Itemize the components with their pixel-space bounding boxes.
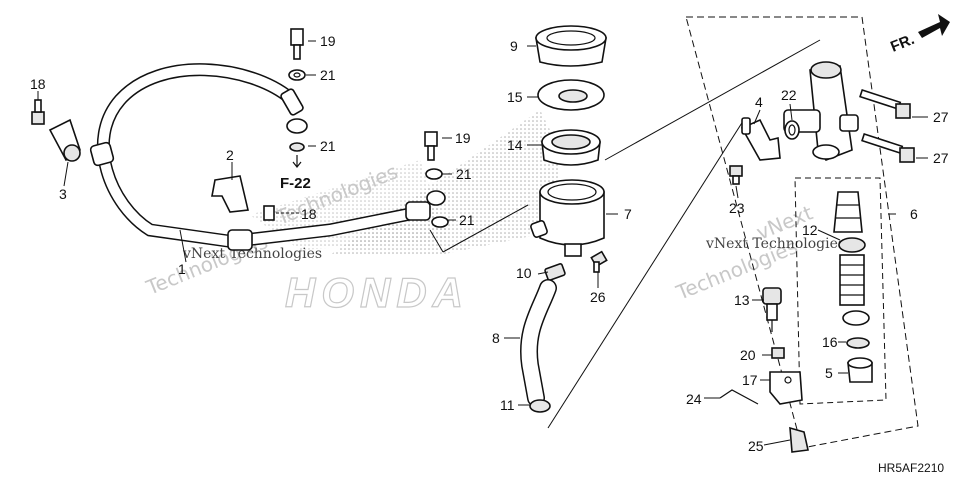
label-part-18-middle: 18 bbox=[301, 206, 317, 222]
label-part-18-left: 18 bbox=[30, 76, 46, 92]
label-part-20: 20 bbox=[740, 347, 756, 363]
brake-hose bbox=[89, 63, 431, 263]
banjo-bolt-upper bbox=[286, 28, 308, 168]
oring-22 bbox=[784, 120, 800, 140]
label-part-4: 4 bbox=[755, 94, 763, 110]
hose-clamp bbox=[48, 118, 81, 162]
label-part-24: 24 bbox=[686, 391, 702, 407]
boot-5 bbox=[847, 357, 873, 383]
label-part-25: 25 bbox=[748, 438, 764, 454]
label-part-1: 1 bbox=[178, 261, 186, 277]
pin-24 bbox=[719, 389, 759, 405]
label-part-12: 12 bbox=[802, 222, 818, 238]
joint-4 bbox=[740, 117, 781, 161]
label-part-7: 7 bbox=[624, 206, 632, 222]
reservoir-hose bbox=[520, 279, 557, 407]
secondary-cup bbox=[833, 191, 863, 233]
hose-bracket bbox=[211, 175, 249, 213]
part-labels: 1 2 3 4 5 6 7 8 9 10 11 12 13 14 15 16 1… bbox=[30, 33, 949, 454]
label-part-10: 10 bbox=[516, 265, 532, 281]
bolt-18-middle bbox=[263, 205, 300, 221]
bolt-27-upper bbox=[859, 89, 911, 119]
washer-16 bbox=[846, 337, 870, 349]
label-part-26: 26 bbox=[590, 289, 606, 305]
bolt-18-left bbox=[31, 99, 45, 125]
label-part-2: 2 bbox=[226, 147, 234, 163]
banjo-bolt-lower bbox=[424, 131, 449, 228]
hose-clip-10 bbox=[544, 263, 566, 281]
label-part-8: 8 bbox=[492, 330, 500, 346]
screw-26 bbox=[590, 250, 608, 273]
label-part-15: 15 bbox=[507, 89, 523, 105]
assembly-frame bbox=[685, 16, 919, 449]
honda-watermark: HONDA bbox=[285, 269, 469, 316]
label-part-21-c: 21 bbox=[456, 166, 472, 182]
label-part-22: 22 bbox=[781, 87, 797, 103]
connector-lines bbox=[429, 39, 821, 429]
label-part-21-a: 21 bbox=[320, 67, 336, 83]
label-part-9: 9 bbox=[510, 38, 518, 54]
label-part-6: 6 bbox=[910, 206, 918, 222]
label-part-27-upper: 27 bbox=[933, 109, 949, 125]
reference-f22: F-22 bbox=[280, 175, 311, 192]
front-direction-indicator: FR. bbox=[888, 14, 950, 56]
spring-washer bbox=[842, 310, 870, 326]
rod-joint-17 bbox=[769, 371, 803, 405]
diaphragm bbox=[541, 129, 601, 166]
clip-25 bbox=[789, 426, 809, 453]
label-part-5: 5 bbox=[825, 365, 833, 381]
front-direction-label: FR. bbox=[888, 31, 917, 56]
hose-clip-11 bbox=[529, 399, 551, 413]
reservoir-cap bbox=[535, 25, 607, 67]
label-part-13: 13 bbox=[734, 292, 750, 308]
label-part-21-d: 21 bbox=[459, 212, 475, 228]
label-part-21-b: 21 bbox=[320, 138, 336, 154]
screw-23 bbox=[729, 165, 743, 185]
push-rod-13 bbox=[762, 287, 782, 332]
label-part-19-lower: 19 bbox=[455, 130, 471, 146]
watermark-vnext-1: vNext Technologies bbox=[182, 246, 322, 262]
master-cylinder bbox=[783, 61, 859, 161]
label-part-17: 17 bbox=[742, 372, 758, 388]
front-arrow-icon bbox=[918, 14, 950, 38]
bolt-27-lower bbox=[861, 133, 915, 163]
nut-20 bbox=[771, 347, 785, 359]
diaphragm-plate bbox=[537, 79, 605, 111]
label-part-14: 14 bbox=[507, 137, 523, 153]
drawing-code: HR5AF2210 bbox=[878, 461, 944, 475]
label-part-3: 3 bbox=[59, 186, 67, 202]
watermark-vnext-2: vNext Technologies bbox=[705, 236, 845, 252]
label-part-16: 16 bbox=[822, 334, 838, 350]
reservoir-body bbox=[530, 179, 605, 257]
piston-12 bbox=[838, 237, 866, 306]
leader-lines bbox=[37, 40, 928, 446]
label-part-27-lower: 27 bbox=[933, 150, 949, 166]
label-part-11: 11 bbox=[500, 397, 515, 413]
label-part-23: 23 bbox=[729, 200, 745, 216]
label-part-19-upper: 19 bbox=[320, 33, 336, 49]
